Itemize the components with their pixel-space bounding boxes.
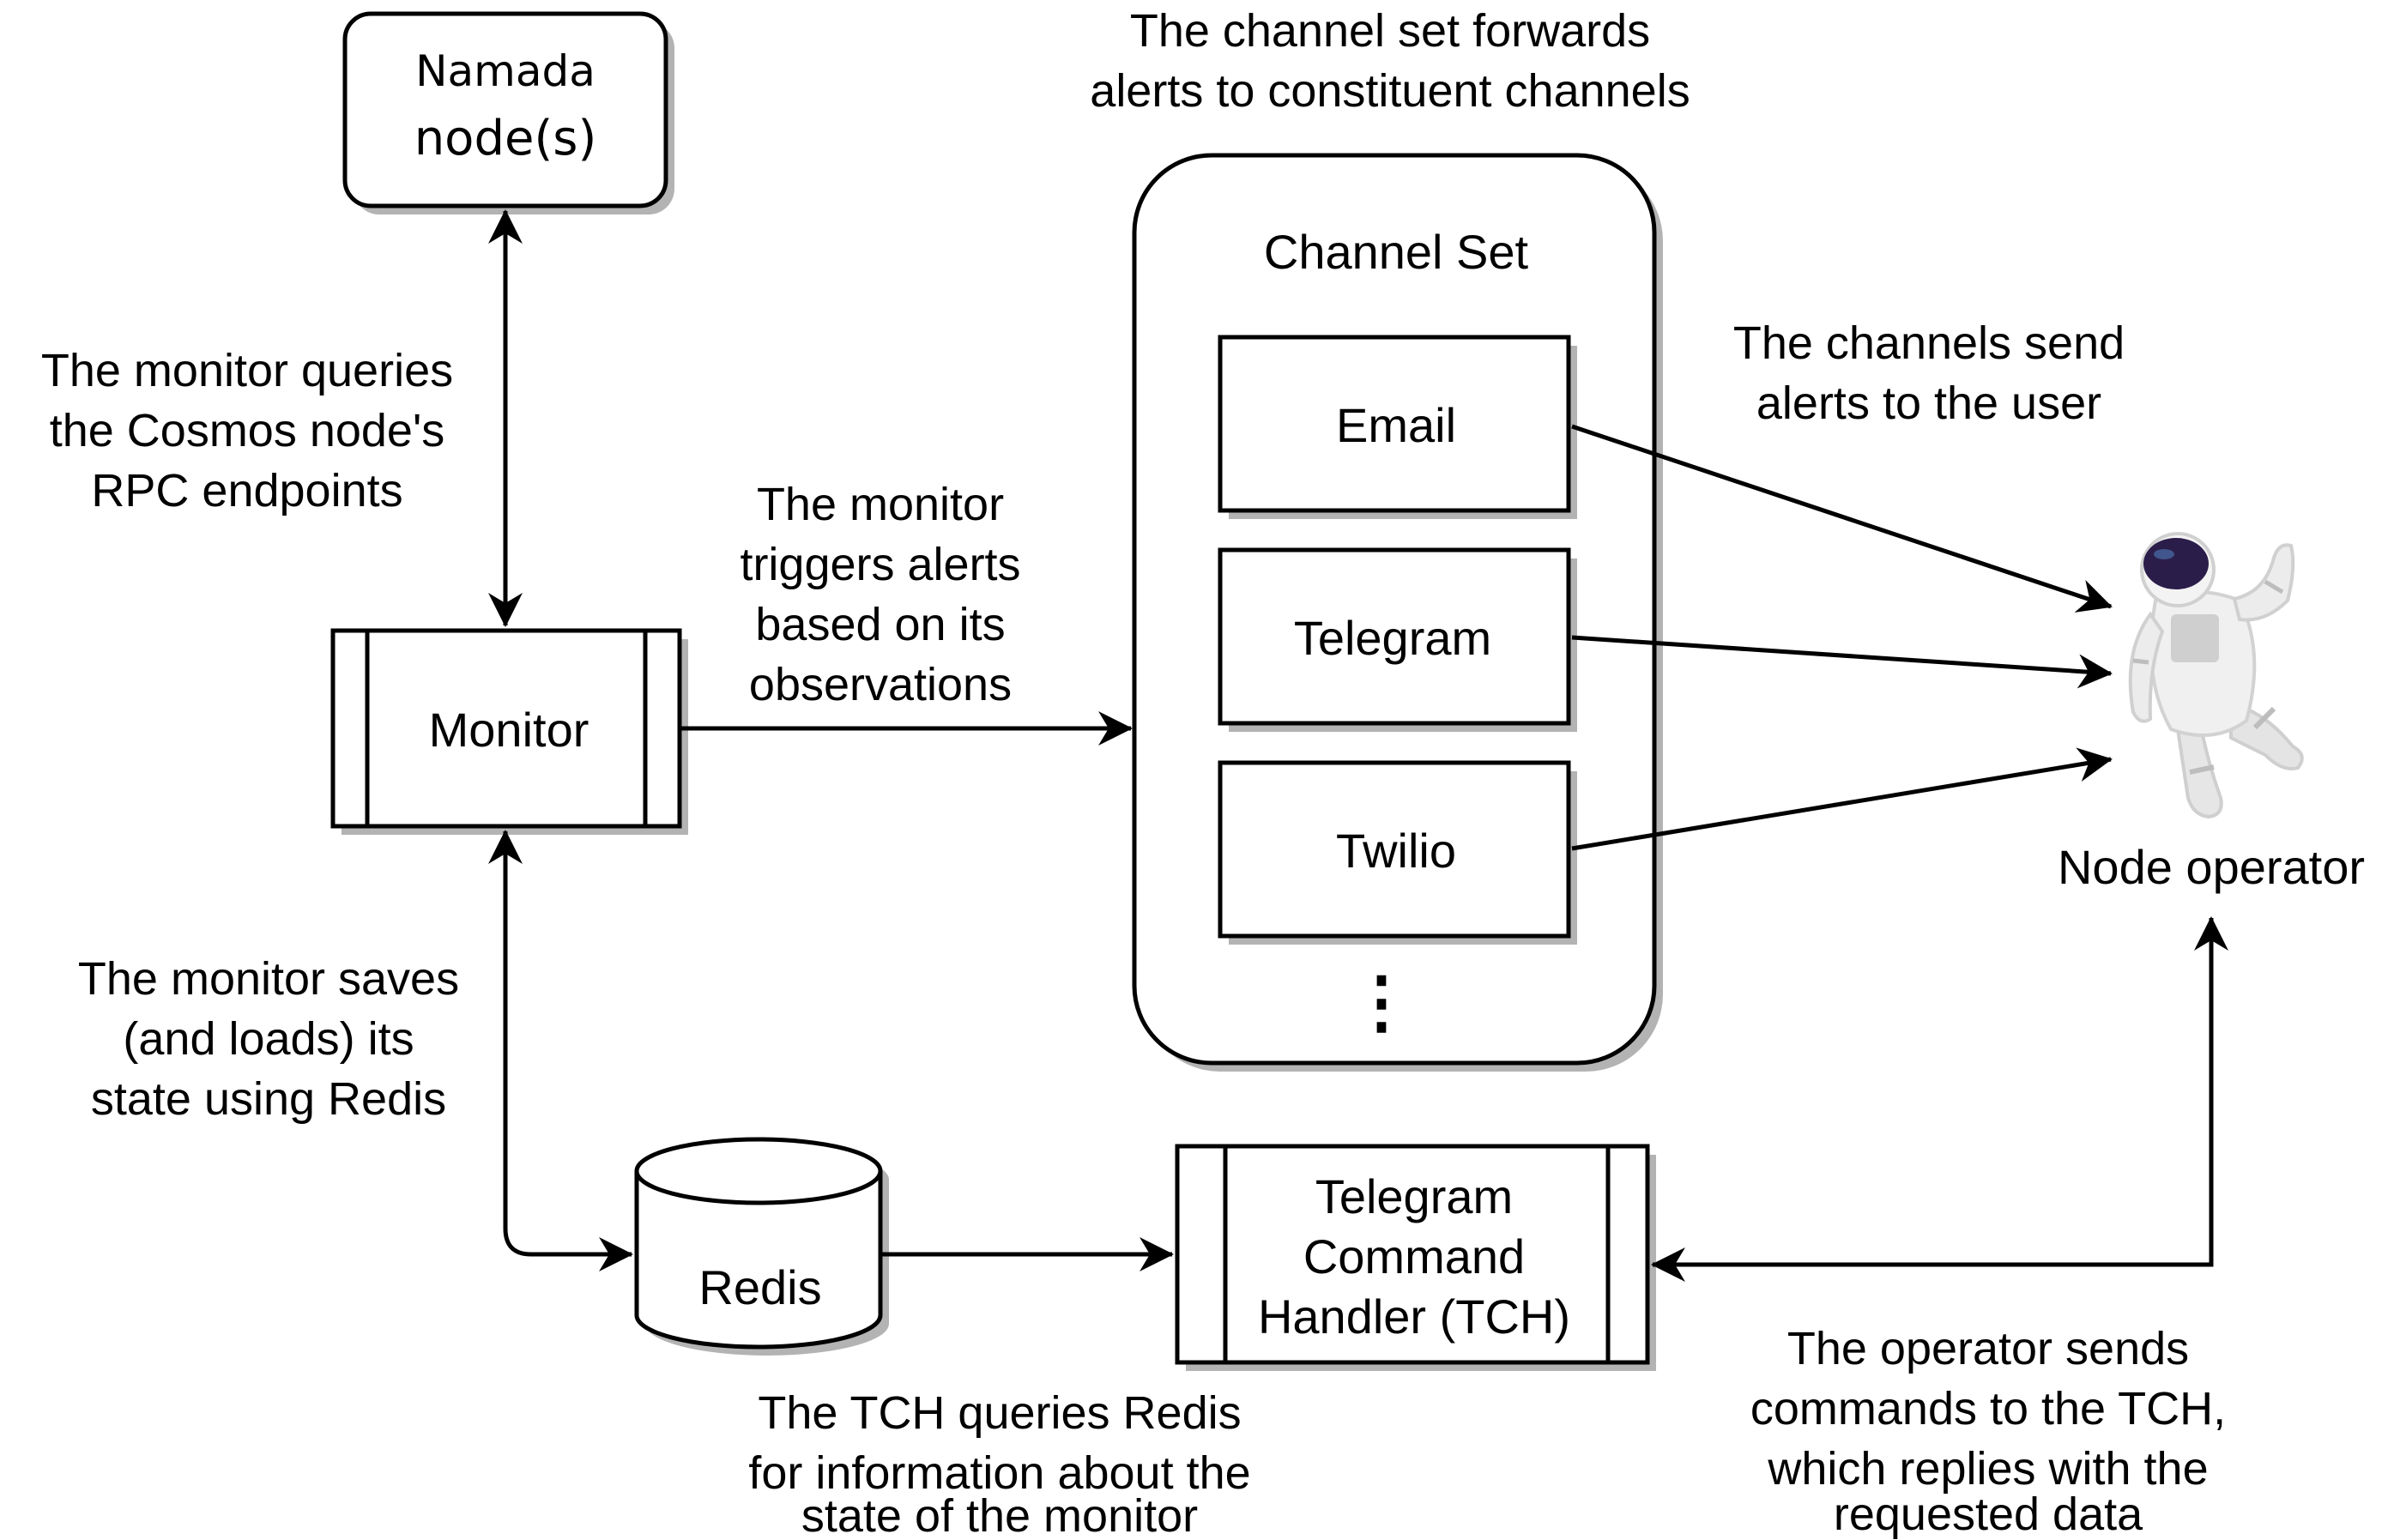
- annotation-line: The TCH queries Redis: [758, 1387, 1241, 1439]
- tch-box: Telegram Command Handler (TCH): [1175, 1144, 1656, 1371]
- channel-twilio-box: Twilio: [1218, 760, 1577, 945]
- channel-telegram-box: Telegram: [1218, 547, 1577, 732]
- monitor-box: Monitor: [330, 628, 688, 835]
- annotation-monitor-queries: The monitor queries the Cosmos node's RP…: [41, 345, 453, 516]
- channel-email-label: Email: [1336, 398, 1456, 452]
- annotation-line: The monitor saves: [78, 953, 459, 1005]
- edge-tch-operator: [1651, 916, 2228, 1282]
- edge-twilio-operator: [1571, 747, 2113, 851]
- annotation-line: state of the monitor: [801, 1490, 1198, 1540]
- monitor-label: Monitor: [429, 703, 589, 757]
- namada-node-label-line2: node(s): [414, 111, 597, 166]
- namada-node-box: Namada node(s): [342, 11, 674, 214]
- annotation-line: alerts to constituent channels: [1090, 65, 1690, 117]
- annotation-line: triggers alerts: [740, 539, 1020, 590]
- annotation-line: commands to the TCH,: [1750, 1383, 2226, 1434]
- edge-email-operator: [1571, 424, 2113, 613]
- annotation-monitor-triggers: The monitor triggers alerts based on its…: [740, 479, 1020, 710]
- tch-label-line2: Command: [1303, 1229, 1525, 1283]
- annotation-line: The channel set forwards: [1130, 5, 1650, 57]
- annotation-monitor-saves: The monitor saves (and loads) its state …: [78, 953, 459, 1125]
- redis-label: Redis: [698, 1260, 821, 1314]
- annotation-line: state using Redis: [91, 1073, 446, 1125]
- annotation-operator-sends: The operator sends commands to the TCH, …: [1750, 1323, 2226, 1540]
- operator-label: Node operator: [2058, 840, 2365, 894]
- edge-monitor-redis: [488, 830, 633, 1271]
- annotation-line: The operator sends: [1787, 1323, 2189, 1374]
- annotation-line: (and loads) its: [123, 1013, 414, 1065]
- annotation-line: requested data: [1834, 1489, 2143, 1540]
- annotation-channel-set-forwards: The channel set forwards alerts to const…: [1090, 5, 1690, 117]
- redis-cylinder: Redis: [634, 1137, 889, 1356]
- annotation-line: The channels send: [1733, 317, 2125, 369]
- astronaut-icon: [2128, 532, 2304, 819]
- annotation-line: for information about the: [748, 1447, 1250, 1499]
- channel-twilio-label: Twilio: [1336, 824, 1456, 878]
- annotation-line: the Cosmos node's: [50, 405, 445, 456]
- channel-telegram-label: Telegram: [1294, 611, 1491, 665]
- annotation-line: which replies with the: [1767, 1443, 2208, 1495]
- annotation-line: observations: [749, 659, 1012, 710]
- tch-label-line3: Handler (TCH): [1258, 1289, 1570, 1344]
- tch-label-line1: Telegram: [1315, 1169, 1513, 1223]
- channel-set-container: Channel Set Email Telegram Twilio ⋮: [1132, 153, 1663, 1072]
- channel-set-title: Channel Set: [1264, 225, 1529, 279]
- more-channels-ellipsis: ⋮: [1347, 963, 1416, 1040]
- annotation-line: based on its: [755, 599, 1005, 650]
- namada-node-label-line1: Namada: [415, 46, 595, 96]
- annotation-channels-send: The channels send alerts to the user: [1733, 317, 2125, 429]
- annotation-line: alerts to the user: [1756, 377, 2101, 429]
- annotation-line: RPC endpoints: [91, 465, 402, 516]
- edge-telegram-operator: [1571, 635, 2113, 689]
- channel-email-box: Email: [1218, 335, 1577, 519]
- annotation-line: The monitor: [757, 479, 1004, 530]
- annotation-line: The monitor queries: [41, 345, 453, 396]
- annotation-tch-queries: The TCH queries Redis for information ab…: [748, 1387, 1250, 1540]
